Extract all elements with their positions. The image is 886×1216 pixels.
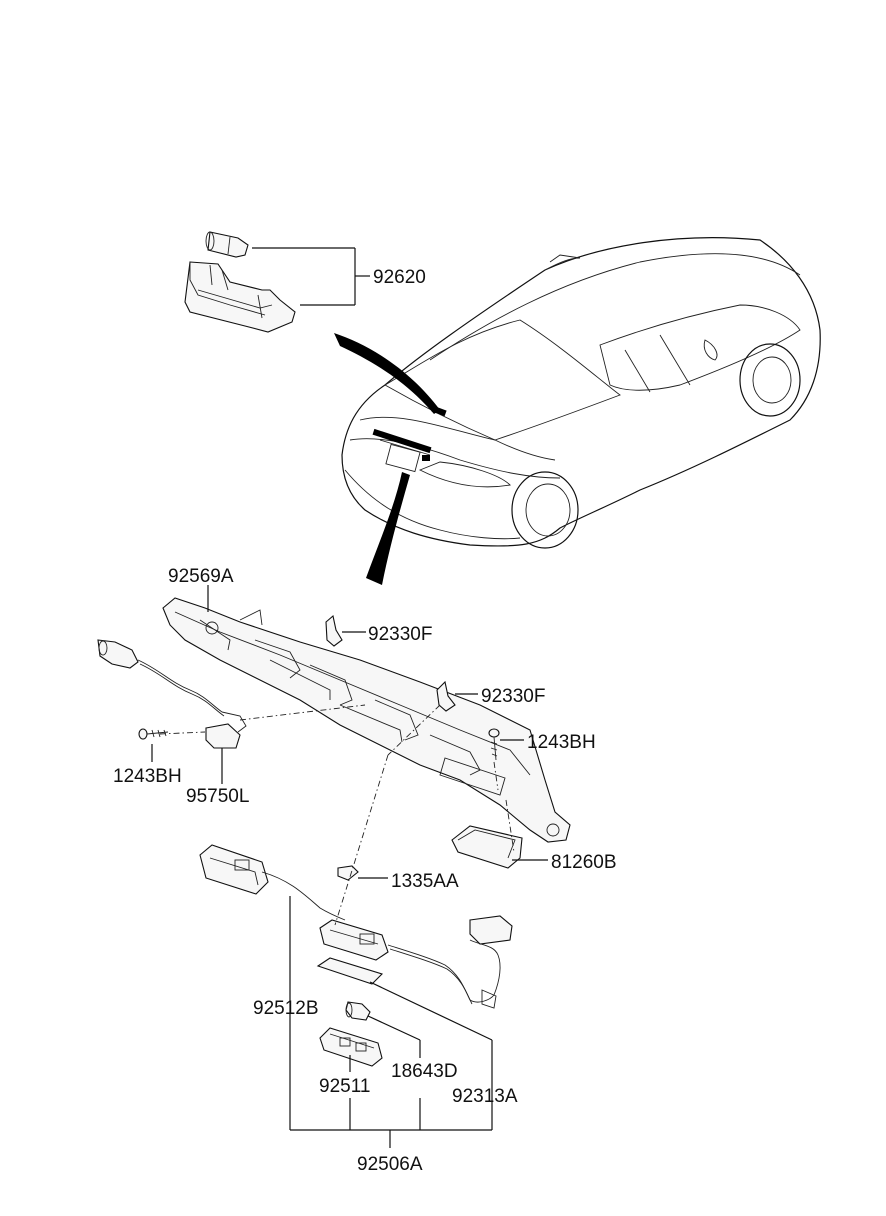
part-95750L-camera: [97, 639, 247, 749]
leader-lines: [151, 247, 548, 1148]
label-81260B: 81260B: [551, 852, 617, 873]
part-92313A-gasket: [316, 957, 384, 985]
label-92569A: 92569A: [168, 566, 234, 587]
label-92330F-upper: 92330F: [368, 624, 432, 645]
clip-1335AA: [337, 865, 359, 881]
screw-1243BH-left: [138, 728, 169, 740]
label-1243BH-left: 1243BH: [113, 766, 182, 787]
label-92620: 92620: [373, 267, 426, 288]
part-lamp-harness: [319, 915, 513, 1009]
car-illustration: [341, 237, 821, 549]
callout-wedge-upper: [334, 333, 440, 414]
part-92511-socket: [319, 1027, 383, 1067]
callout-wedge-lower: [366, 472, 410, 585]
screw-1243BH-right: [488, 728, 500, 761]
label-92511: 92511: [319, 1076, 370, 1097]
label-1335AA: 1335AA: [391, 871, 459, 892]
label-92506A: 92506A: [357, 1154, 423, 1175]
clip-92330F-lower: [436, 680, 456, 712]
part-92512B-lamp: [199, 844, 346, 921]
label-92330F-lower: 92330F: [481, 686, 545, 707]
part-92620-assembly: [184, 231, 296, 333]
label-92512B: 92512B: [253, 998, 319, 1019]
label-1243BH-right: 1243BH: [527, 732, 596, 753]
part-92569A-garnish: [162, 597, 571, 843]
label-95750L: 95750L: [186, 786, 249, 807]
label-18643D: 18643D: [391, 1061, 458, 1082]
part-81260B-lamp: [451, 825, 523, 869]
label-92313A: 92313A: [452, 1086, 518, 1107]
part-18643D-bulb: [345, 1001, 371, 1021]
clip-92330F-upper: [325, 614, 343, 647]
